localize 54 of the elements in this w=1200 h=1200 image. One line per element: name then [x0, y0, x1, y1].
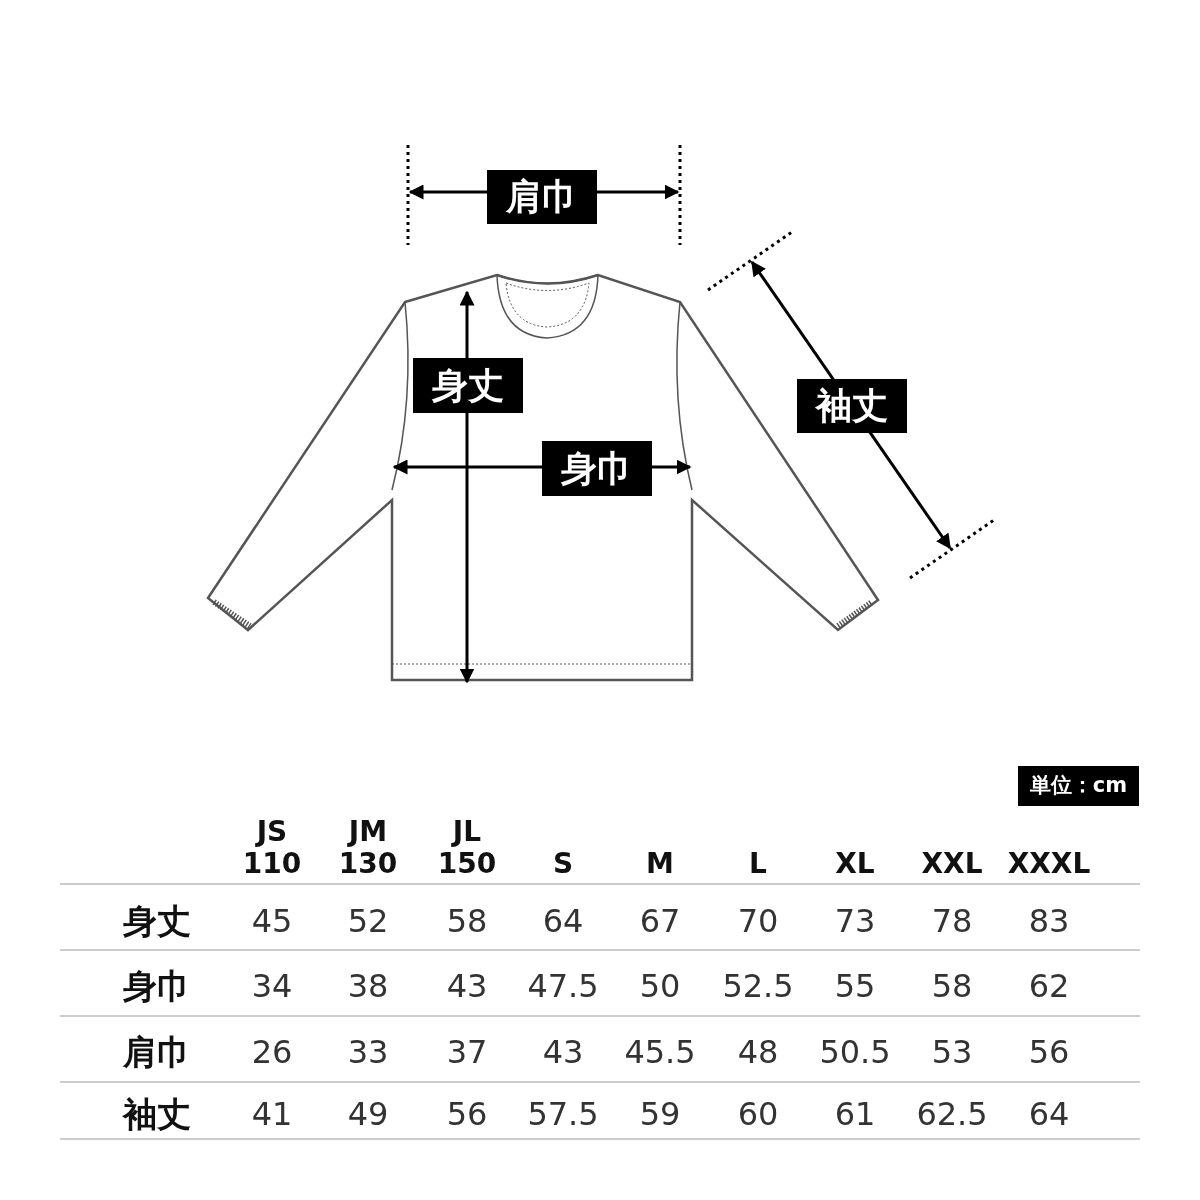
size-value: 73: [833, 901, 877, 942]
size-value: 70: [736, 901, 780, 942]
unit-label: 単位：cm: [1018, 766, 1139, 806]
size-value: 61: [833, 1094, 877, 1135]
column-header: JS 110: [241, 814, 303, 880]
size-value: 55: [833, 966, 877, 1007]
size-value: 56: [1027, 1032, 1071, 1073]
size-value: 58: [930, 966, 974, 1007]
size-value: 48: [736, 1032, 780, 1073]
dimension-label: 身丈: [413, 358, 523, 413]
column-header: L: [748, 846, 768, 880]
size-value: 57.5: [526, 1094, 600, 1135]
size-value: 37: [445, 1032, 489, 1073]
dimension-label: 肩巾: [487, 170, 597, 224]
size-value: 26: [250, 1032, 294, 1073]
row-header: 袖丈: [121, 1092, 192, 1136]
size-value: 47.5: [526, 966, 600, 1007]
size-value: 62.5: [915, 1094, 989, 1135]
size-value: 78: [930, 901, 974, 942]
dimension-label: 袖丈: [797, 379, 907, 433]
column-header: XXXL: [1006, 846, 1092, 880]
size-value: 43: [541, 1032, 585, 1073]
size-value: 34: [250, 966, 294, 1007]
size-value: 64: [541, 901, 585, 942]
size-value: 59: [638, 1094, 682, 1135]
row-header: 肩巾: [122, 1030, 192, 1074]
size-value: 83: [1027, 901, 1071, 942]
column-header: XXL: [920, 846, 984, 880]
size-value: 45: [250, 901, 294, 942]
dimension-label: 身巾: [542, 441, 652, 496]
size-value: 38: [346, 966, 390, 1007]
size-value: 43: [445, 966, 489, 1007]
size-value: 49: [346, 1094, 390, 1135]
size-value: 58: [445, 901, 489, 942]
size-value: 56: [445, 1094, 489, 1135]
size-value: 45.5: [623, 1032, 697, 1073]
size-value: 52.5: [721, 966, 795, 1007]
size-value: 60: [736, 1094, 780, 1135]
size-value: 62: [1027, 966, 1071, 1007]
row-header: 身丈: [122, 899, 192, 943]
column-header: JL 150: [436, 814, 498, 880]
size-value: 50.5: [818, 1032, 892, 1073]
size-value: 53: [930, 1032, 974, 1073]
size-value: 67: [638, 901, 682, 942]
size-value: 52: [346, 901, 390, 942]
size-value: 33: [346, 1032, 390, 1073]
column-header: S: [551, 846, 575, 880]
size-value: 50: [638, 966, 682, 1007]
row-header: 身巾: [122, 964, 192, 1008]
column-header: M: [645, 846, 675, 880]
column-header: XL: [834, 846, 876, 880]
size-value: 64: [1027, 1094, 1071, 1135]
column-header: JM 130: [337, 814, 399, 880]
size-value: 41: [250, 1094, 294, 1135]
